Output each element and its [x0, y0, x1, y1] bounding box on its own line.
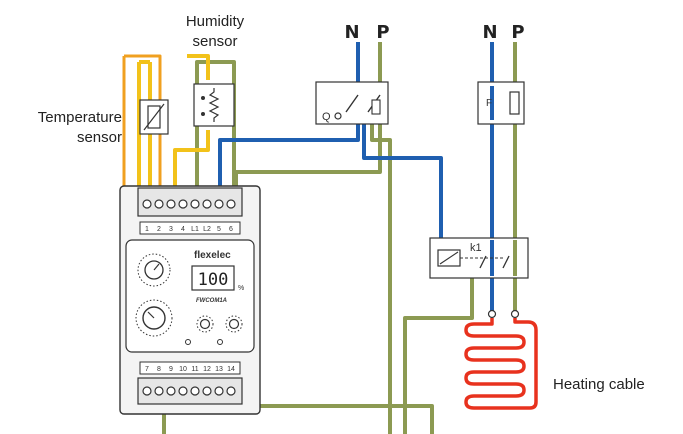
heating-cable [464, 309, 538, 410]
fuse-label: F [486, 98, 492, 109]
terminal-label: 3 [169, 226, 173, 233]
temperature-label-line1: Temperature [38, 109, 122, 126]
top-screws [142, 199, 236, 209]
display-screen [191, 265, 235, 291]
resistor-icon [208, 88, 220, 122]
terminal-label: 12 [203, 366, 211, 373]
neutral-wires [218, 42, 494, 312]
terminal-label: L1 [191, 226, 199, 233]
heating-cable-label: Heating cable [553, 376, 645, 393]
switch-q: Q [315, 81, 389, 125]
controller-device: 1 2 3 4 L1 L2 5 6 flexelec 100 % FWCOM1A [119, 185, 261, 415]
terminal-label: 1 [145, 226, 149, 233]
switch-contact-icon [345, 94, 359, 113]
bottom-screws [142, 386, 236, 396]
terminal-label: 11 [191, 366, 198, 373]
supply-left-p: P [376, 22, 389, 43]
display-unit: % [238, 285, 244, 292]
top-terminal-block [137, 187, 243, 217]
fuse-icon [509, 91, 520, 115]
humidity-label-line1: Humidity [186, 13, 245, 30]
thermistor-icon [143, 103, 165, 131]
temperature-label-line2: sensor [77, 129, 122, 146]
brand-text: flexelec [194, 250, 231, 261]
switch-q-label: Q [322, 111, 331, 123]
temperature-sensor [139, 99, 169, 135]
supply-right-p: P [511, 22, 524, 43]
relay-label: k1 [470, 242, 482, 254]
terminal-label: 6 [229, 226, 233, 233]
humidity-label-line2: sensor [192, 33, 237, 50]
terminal-label: 7 [145, 366, 149, 373]
supply-right-n: N [482, 22, 497, 43]
terminal-label: 4 [181, 226, 185, 233]
terminal-label: 8 [157, 366, 161, 373]
model-text: FWCOM1A [196, 298, 227, 304]
fuse-box: F [477, 81, 525, 125]
terminal-label: 9 [169, 366, 173, 373]
bottom-terminal-block [137, 377, 243, 405]
terminal-label: 2 [157, 226, 161, 233]
terminal-label: 13 [215, 366, 223, 373]
top-terminal-numbers: 1 2 3 4 L1 L2 5 6 [145, 226, 233, 233]
humidity-sensor [193, 83, 235, 127]
terminal-label: 5 [217, 226, 221, 233]
bottom-terminal-numbers: 7 8 9 10 11 12 13 14 [145, 366, 235, 373]
terminal-label: 10 [179, 366, 187, 373]
terminal-label: 14 [227, 366, 235, 373]
terminal-label: L2 [203, 226, 211, 233]
supply-left-n: N [344, 22, 359, 43]
display-value: 100 [198, 270, 229, 290]
relay-k1: k1 [429, 237, 529, 279]
